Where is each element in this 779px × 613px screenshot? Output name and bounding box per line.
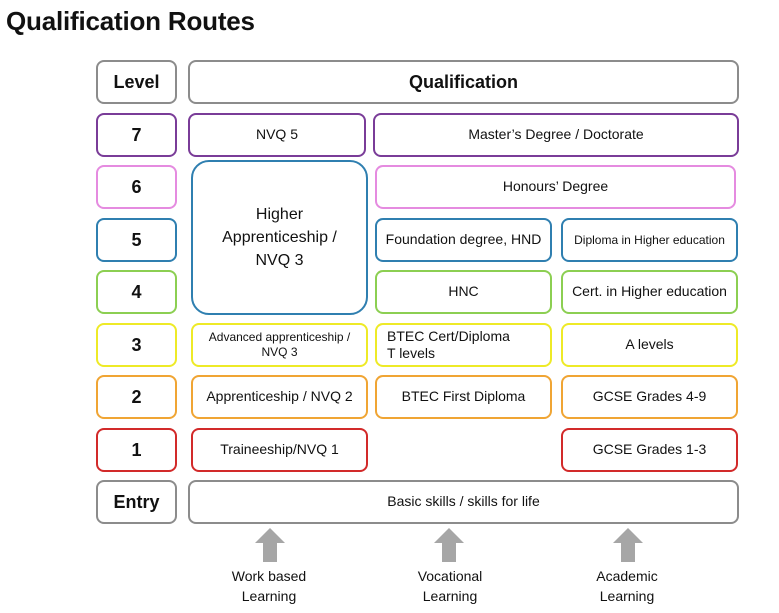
traineeship-nvq1-box: Traineeship/NVQ 1: [191, 428, 368, 472]
up-arrow-icon: [613, 528, 643, 562]
level-7: 7: [96, 113, 177, 157]
nvq5-box: NVQ 5: [188, 113, 366, 157]
vocational-learning-label: Vocational Learning: [417, 568, 483, 605]
diploma-higher-education-box: Diploma in Higher education: [561, 218, 738, 262]
level-entry: Entry: [96, 480, 177, 524]
level-4: 4: [96, 270, 177, 314]
level-6: 6: [96, 165, 177, 209]
btec-first-diploma-box: BTEC First Diploma: [375, 375, 552, 419]
foundation-degree-box: Foundation degree, HND: [375, 218, 552, 262]
higher-apprenticeship-box: Higher Apprenticeship / NVQ 3: [191, 160, 368, 315]
apprenticeship-nvq2-box: Apprenticeship / NVQ 2: [191, 375, 368, 419]
gcse-grades-1-3-box: GCSE Grades 1-3: [561, 428, 738, 472]
gcse-grades-4-9-box: GCSE Grades 4-9: [561, 375, 738, 419]
advanced-apprenticeship-box: Advanced apprenticeship / NVQ 3: [191, 323, 368, 367]
level-5: 5: [96, 218, 177, 262]
a-levels-box: A levels: [561, 323, 738, 367]
basic-skills-box: Basic skills / skills for life: [188, 480, 739, 524]
level-1: 1: [96, 428, 177, 472]
level-3: 3: [96, 323, 177, 367]
up-arrow-icon: [255, 528, 285, 562]
level-2: 2: [96, 375, 177, 419]
masters-doctorate-box: Master’s Degree / Doctorate: [373, 113, 739, 157]
page-title: Qualification Routes: [6, 6, 255, 36]
academic-learning-label: Academic Learning: [596, 568, 658, 605]
cert-higher-education-box: Cert. in Higher education: [561, 270, 738, 314]
level-header: Level: [96, 60, 177, 104]
btec-cert-diploma-box: BTEC Cert/Diploma T levels: [375, 323, 552, 367]
up-arrow-icon: [434, 528, 464, 562]
qualification-header: Qualification: [188, 60, 739, 104]
hnc-box: HNC: [375, 270, 552, 314]
honours-degree-box: Honours’ Degree: [375, 165, 736, 209]
work-based-learning-label: Work based Learning: [231, 568, 307, 605]
